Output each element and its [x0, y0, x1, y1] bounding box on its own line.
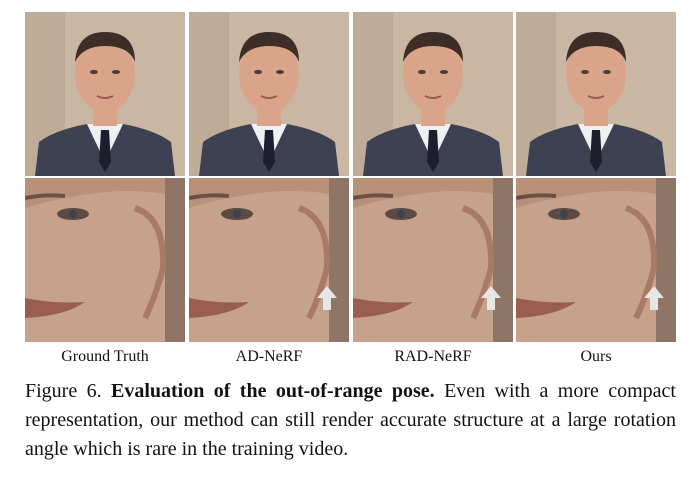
label-ad-nerf: AD-NeRF	[235, 348, 303, 365]
zoom-image	[189, 178, 349, 342]
arrow-icon	[644, 286, 664, 310]
portrait-ours	[516, 12, 676, 176]
arrow-icon	[481, 286, 501, 310]
figure-caption: Figure 6. Evaluation of the out-of-range…	[25, 377, 676, 464]
portrait-ad-nerf	[189, 12, 349, 176]
zoom-ground-truth	[25, 178, 185, 342]
column-labels: Ground Truth AD-NeRF RAD-NeRF Ours	[25, 348, 676, 370]
zoom-image	[25, 178, 185, 342]
caption-body: Even with a more compact representation,…	[25, 380, 676, 460]
comparison-grid	[25, 12, 676, 342]
portrait-image	[189, 12, 349, 176]
portrait-rad-nerf	[353, 12, 513, 176]
arrow-icon	[317, 286, 337, 310]
zoom-ad-nerf	[189, 178, 349, 342]
portrait-image	[516, 12, 676, 176]
zoom-ours	[516, 178, 676, 342]
zoom-rad-nerf	[353, 178, 513, 342]
caption-number: Figure 6.	[25, 380, 102, 402]
zoom-image	[516, 178, 676, 342]
zoom-image	[353, 178, 513, 342]
portrait-image	[25, 12, 185, 176]
portrait-ground-truth	[25, 12, 185, 176]
label-ground-truth: Ground Truth	[61, 348, 149, 365]
caption-title: Evaluation of the out-of-range pose.	[111, 380, 435, 402]
portrait-image	[353, 12, 513, 176]
label-rad-nerf: RAD-NeRF	[394, 348, 472, 365]
label-ours: Ours	[580, 348, 612, 365]
